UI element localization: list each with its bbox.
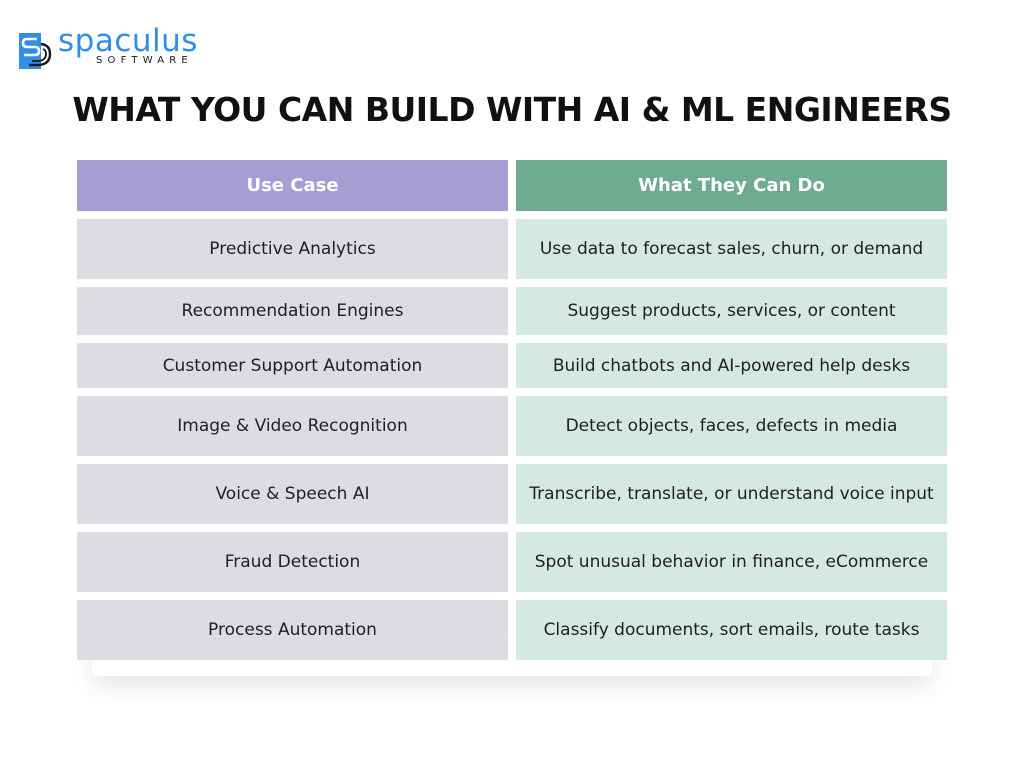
row-3-use-case: Customer Support Automation — [77, 343, 508, 388]
spaculus-s-logo-icon — [19, 33, 52, 69]
row-1-use-case: Predictive Analytics — [77, 219, 508, 279]
row-1-description: Use data to forecast sales, churn, or de… — [516, 219, 947, 279]
row-5-use-case: Voice & Speech AI — [77, 464, 508, 524]
row-7-description: Classify documents, sort emails, route t… — [516, 600, 947, 660]
brand-tagline: SOFTWARE — [96, 55, 193, 66]
header-use-case: Use Case — [77, 160, 508, 211]
row-6-use-case: Fraud Detection — [77, 532, 508, 592]
row-7-use-case: Process Automation — [77, 600, 508, 660]
brand-name: spaculus — [58, 23, 198, 59]
row-2-use-case: Recommendation Engines — [77, 287, 508, 335]
brand-logo: spaculus SOFTWARE — [18, 22, 218, 72]
header-what-they-can-do: What They Can Do — [516, 160, 947, 211]
row-2-description: Suggest products, services, or content — [516, 287, 947, 335]
row-3-description: Build chatbots and AI-powered help desks — [516, 343, 947, 388]
row-6-description: Spot unusual behavior in finance, eComme… — [516, 532, 947, 592]
row-4-description: Detect objects, faces, defects in media — [516, 396, 947, 456]
page-title: WHAT YOU CAN BUILD WITH AI & ML ENGINEER… — [72, 90, 952, 129]
row-4-use-case: Image & Video Recognition — [77, 396, 508, 456]
row-5-description: Transcribe, translate, or understand voi… — [516, 464, 947, 524]
